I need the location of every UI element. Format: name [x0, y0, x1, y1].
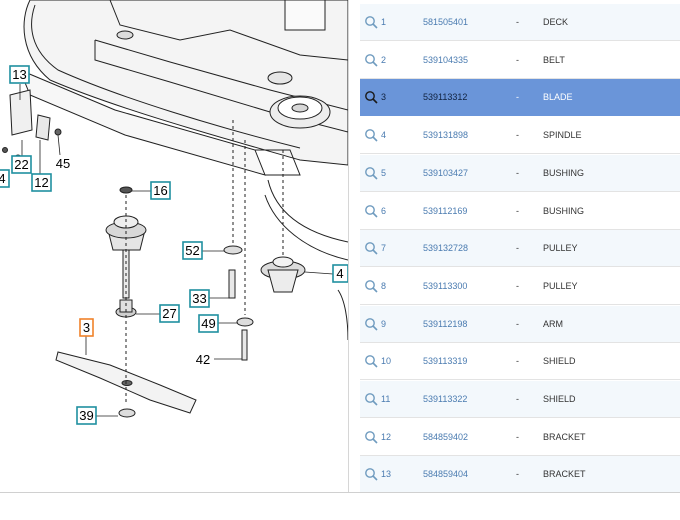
part-row-part-number[interactable]: 581505401	[423, 17, 469, 27]
magnifier-icon[interactable]	[364, 430, 378, 444]
magnifier-icon[interactable]	[364, 128, 378, 142]
magnifier-icon[interactable]	[364, 15, 378, 29]
callout-4-right[interactable]: 4	[336, 266, 343, 281]
part-row-part-number[interactable]: 584859402	[423, 431, 469, 442]
part-row-number: 12	[381, 431, 392, 442]
part-row-number: 6	[381, 205, 387, 216]
callout-12[interactable]: 12	[34, 175, 48, 190]
part-row-description: SHIELD	[543, 394, 576, 404]
part-row-part-number[interactable]: 584859404	[423, 469, 469, 480]
part-row-number: 4	[381, 130, 387, 141]
callout-16[interactable]: 16	[153, 183, 167, 198]
part-row[interactable]: 10 539113319 - SHIELD	[360, 343, 680, 381]
callout-39[interactable]: 39	[79, 408, 93, 423]
part-row[interactable]: 12 584859402 - BRACKET	[360, 419, 680, 456]
part-row-number: 13	[381, 469, 392, 480]
callout-42[interactable]: 42	[196, 352, 210, 367]
part-row-number: 11	[381, 394, 391, 404]
part-row[interactable]: 7 539132728 - PULLEY	[360, 230, 680, 268]
part-row-dash: -	[516, 243, 519, 254]
part-row[interactable]: 13 584859404 - BRACKET	[360, 456, 680, 492]
part-row-description: ARM	[543, 318, 563, 329]
part-row-dash: -	[516, 394, 519, 404]
part-row-number: 5	[381, 167, 387, 178]
magnifier-icon[interactable]	[364, 467, 378, 481]
magnifier-icon[interactable]	[364, 53, 378, 67]
part-row-description: BUSHING	[543, 205, 585, 216]
part-row-dash: -	[516, 469, 519, 480]
part-row-description: BELT	[543, 54, 565, 65]
part-row-number: 9	[381, 318, 387, 329]
part-row[interactable]: 6 539112169 - BUSHING	[360, 193, 680, 230]
part-row-part-number[interactable]: 539112169	[423, 205, 468, 216]
part-row-description: SPINDLE	[543, 130, 582, 141]
part-row-description: PULLEY	[543, 243, 578, 254]
part-row[interactable]: 11 539113322 - SHIELD	[360, 381, 680, 418]
part-row-description: SHIELD	[543, 356, 576, 367]
callout-49[interactable]: 49	[201, 316, 215, 331]
part-row[interactable]: 4 539131898 - SPINDLE	[360, 117, 680, 155]
part-row-number: 3	[381, 92, 387, 103]
part-row-dash: -	[516, 92, 519, 103]
part-row-dash: -	[516, 54, 519, 65]
part-row-part-number[interactable]: 539132728	[423, 243, 469, 254]
callout-45[interactable]: 45	[56, 156, 70, 171]
magnifier-icon[interactable]	[364, 279, 378, 293]
magnifier-icon[interactable]	[364, 90, 378, 104]
callout-27[interactable]: 27	[162, 306, 176, 321]
part-row-description: DECK	[543, 17, 569, 27]
part-row-number: 7	[381, 243, 387, 254]
callout-52[interactable]: 52	[185, 243, 199, 258]
part-row-part-number[interactable]: 539113322	[423, 394, 468, 404]
part-row-dash: -	[516, 167, 519, 178]
callout-13[interactable]: 13	[12, 67, 26, 82]
part-row[interactable]: 8 539113300 - PULLEY	[360, 268, 680, 305]
part-row[interactable]: 1 581505401 - DECK	[360, 4, 680, 41]
part-row-description: BLADE	[543, 92, 573, 103]
part-row-part-number[interactable]: 539103427	[423, 167, 469, 178]
part-row-part-number[interactable]: 539113312	[423, 92, 468, 103]
part-row-part-number[interactable]: 539104335	[423, 54, 469, 65]
callout-33[interactable]: 33	[192, 291, 206, 306]
part-row-number: 2	[381, 54, 387, 65]
magnifier-icon[interactable]	[364, 204, 378, 218]
bottom-bar	[0, 492, 680, 520]
part-row-description: BRACKET	[543, 469, 586, 480]
part-row-dash: -	[516, 356, 519, 367]
part-row-number: 8	[381, 280, 387, 291]
part-row-part-number[interactable]: 539112198	[423, 318, 468, 329]
part-row-part-number[interactable]: 539131898	[423, 130, 469, 141]
magnifier-icon[interactable]	[364, 166, 378, 180]
part-row-description: BRACKET	[543, 431, 586, 442]
magnifier-icon[interactable]	[364, 241, 378, 255]
magnifier-icon[interactable]	[364, 392, 378, 406]
part-row[interactable]: 3 539113312 - BLADE	[360, 79, 680, 117]
part-row[interactable]: 2 539104335 - BELT	[360, 42, 680, 79]
callout-3[interactable]: 3	[83, 320, 90, 335]
part-row-dash: -	[516, 130, 519, 141]
part-row-part-number[interactable]: 539113300	[423, 280, 468, 291]
parts-list: 1 581505401 - DECK 2 539104335 - BELT 3 539113312…	[360, 0, 680, 492]
part-row-part-number[interactable]: 539113319	[423, 356, 468, 367]
callout-4-left[interactable]: 4	[0, 171, 6, 186]
part-row-description: PULLEY	[543, 280, 578, 291]
part-row-dash: -	[516, 280, 519, 291]
part-row-number: 10	[381, 356, 392, 367]
part-row-number: 1	[381, 17, 387, 27]
panel-divider[interactable]	[348, 0, 360, 492]
magnifier-icon[interactable]	[364, 317, 378, 331]
part-row[interactable]: 5 539103427 - BUSHING	[360, 154, 680, 192]
magnifier-icon[interactable]	[364, 354, 378, 368]
exploded-diagram: 13 22 4 12 45 16 52 4 33 27 49 42 3 39	[0, 0, 348, 492]
part-row-description: BUSHING	[543, 167, 585, 178]
part-row-dash: -	[516, 431, 519, 442]
part-row-dash: -	[516, 17, 519, 27]
part-row-dash: -	[516, 318, 519, 329]
part-row[interactable]: 9 539112198 - ARM	[360, 305, 680, 343]
part-row-dash: -	[516, 205, 519, 216]
callout-22[interactable]: 22	[14, 157, 28, 172]
diagram-svg: 13 22 4 12 45 16 52 4 33 27 49 42 3 39	[0, 0, 348, 425]
